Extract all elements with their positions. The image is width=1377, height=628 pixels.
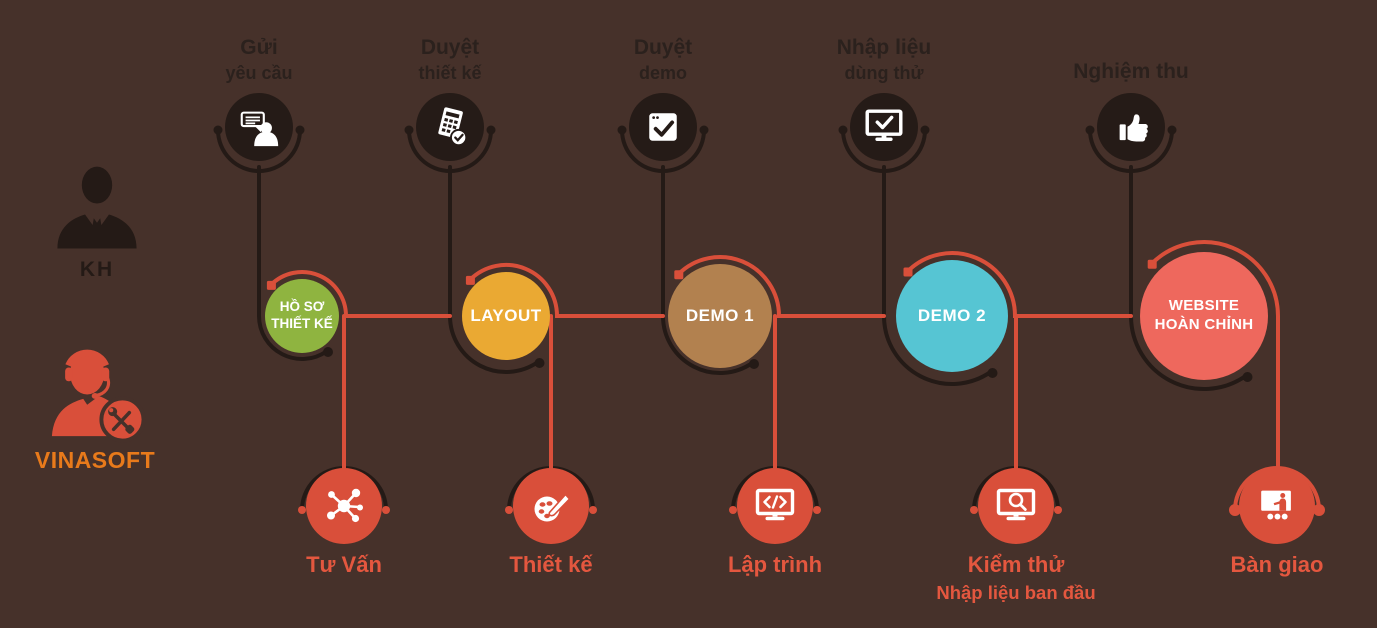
businessman-icon	[57, 166, 137, 249]
step2-customer-action-label: Duyệt thiết kế	[418, 36, 482, 83]
step2-company-task-node	[513, 468, 589, 544]
search-monitor-icon	[996, 488, 1036, 521]
step2-deliverable-node: LAYOUT	[462, 272, 550, 360]
step1-customer-action-node	[225, 93, 293, 161]
step3-customer-action-label: Duyệt demo	[633, 36, 693, 83]
step4-customer-action-node	[850, 93, 918, 161]
spreadsheet-check-icon	[438, 107, 468, 147]
step3-company-task-label: Lập trình	[727, 552, 823, 577]
company-avatar	[42, 346, 150, 444]
step5-customer-action-node	[1097, 93, 1165, 161]
customer-avatar	[51, 162, 143, 256]
step1-deliverable-node: HỒ SƠ THIẾT KẾ	[265, 279, 339, 353]
step1-company-task-label: Tư Vấn	[306, 552, 382, 577]
step3-company-task-node	[737, 468, 813, 544]
step1-customer-action-label: Gửi yêu cầu	[225, 36, 293, 83]
customer-label: KH	[79, 258, 115, 281]
palette-icon	[534, 493, 571, 522]
monitor-check-icon	[865, 109, 903, 141]
step5-company-task-label: Bàn giao	[1230, 552, 1324, 577]
thumbs-up-icon	[1119, 114, 1148, 142]
handover-icon	[1261, 490, 1291, 520]
step5-customer-action-label: Nghiệm thu	[1073, 60, 1189, 83]
network-icon	[327, 488, 363, 523]
step2-customer-action-node	[416, 93, 484, 161]
company-label: VINASOFT	[34, 447, 156, 473]
step5-deliverable-node: WEBSITE HOÀN CHỈNH	[1140, 252, 1268, 380]
code-monitor-icon	[755, 488, 795, 521]
step2-company-task-label: Thiết kế	[509, 552, 593, 577]
wrench-screwdriver-icon	[110, 410, 132, 432]
step1-company-task-node	[306, 468, 382, 544]
step4-company-task-label: Kiểm thử Nhập liệu ban đầu	[936, 552, 1096, 603]
support-agent-icon	[51, 349, 146, 443]
step3-customer-action-node	[629, 93, 697, 161]
chat-request-icon	[240, 111, 279, 147]
step4-customer-action-label: Nhập liệu dùng thử	[836, 36, 932, 83]
step5-company-task-node	[1239, 468, 1315, 544]
step4-company-task-node	[978, 468, 1054, 544]
window-check-icon	[649, 113, 677, 141]
step4-deliverable-node: DEMO 2	[896, 260, 1008, 372]
step3-deliverable-node: DEMO 1	[668, 264, 772, 368]
